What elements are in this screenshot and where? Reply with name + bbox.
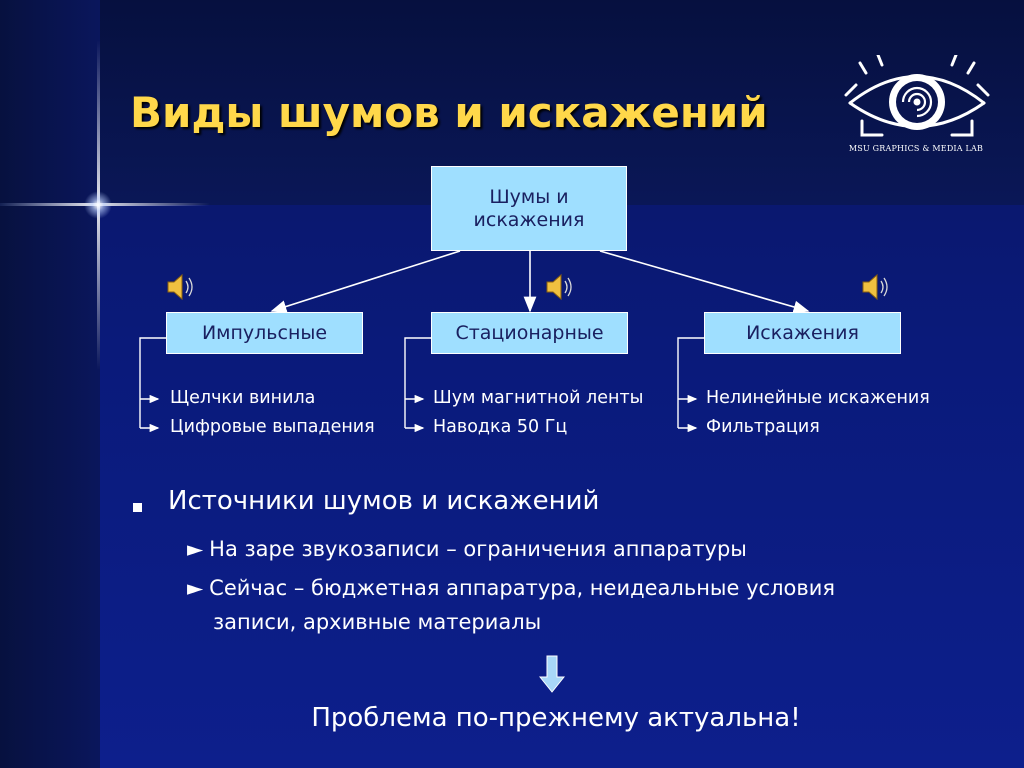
arrow-to-impulsive [270, 250, 461, 313]
category-label: Стационарные [455, 321, 604, 344]
conclusion-text: Проблема по-прежнему актуальна! [311, 703, 801, 733]
bullet-marker [133, 503, 142, 512]
sub-bullet: ►На заре звукозаписи – ограничения аппар… [187, 537, 747, 561]
bracket-stationary [404, 337, 431, 428]
down-arrow-icon [539, 655, 565, 693]
list-item: Фильтрация [706, 417, 820, 437]
category-box-impulsive: Импульсные [166, 312, 363, 354]
main-bullet-text: Источники шумов и искажений [168, 486, 600, 516]
diagram-root-box: Шумы и искажения [431, 166, 627, 251]
background-left-band [0, 0, 100, 768]
slide-title: Виды шумов и искажений [130, 88, 768, 137]
eye-logo-icon [844, 55, 990, 137]
logo-caption: MSU GRAPHICS & MEDIA LAB [848, 144, 984, 153]
bracket-impulsive [139, 337, 166, 428]
sub-bullet-text: Сейчас – бюджетная аппаратура, неидеальн… [209, 576, 836, 600]
sub-bullet-continuation: записи, архивные материалы [213, 610, 542, 634]
bracket-distortions [677, 337, 704, 428]
speaker-icon[interactable] [859, 270, 893, 304]
triangle-bullet-icon: ► [187, 537, 204, 561]
list-item: Наводка 50 Гц [433, 417, 568, 437]
root-label: Шумы и искажения [473, 185, 585, 231]
light-flare-center [84, 191, 112, 219]
category-label: Искажения [746, 321, 859, 344]
speaker-icon[interactable] [164, 270, 198, 304]
sub-bullet-text: На заре звукозаписи – ограничения аппара… [209, 537, 747, 561]
triangle-bullet-icon: ► [187, 576, 204, 600]
sub-bullet: ►Сейчас – бюджетная аппаратура, неидеаль… [187, 576, 835, 600]
category-label: Импульсные [201, 321, 328, 344]
arrow-to-distortions [599, 250, 810, 314]
category-box-distortions: Искажения [704, 312, 901, 354]
list-item: Нелинейные искажения [706, 388, 930, 408]
list-item: Цифровые выпадения [170, 417, 375, 437]
speaker-icon[interactable] [543, 270, 577, 304]
list-item: Шум магнитной ленты [433, 388, 644, 408]
category-box-stationary: Стационарные [431, 312, 628, 354]
list-item: Щелчки винила [170, 388, 316, 408]
